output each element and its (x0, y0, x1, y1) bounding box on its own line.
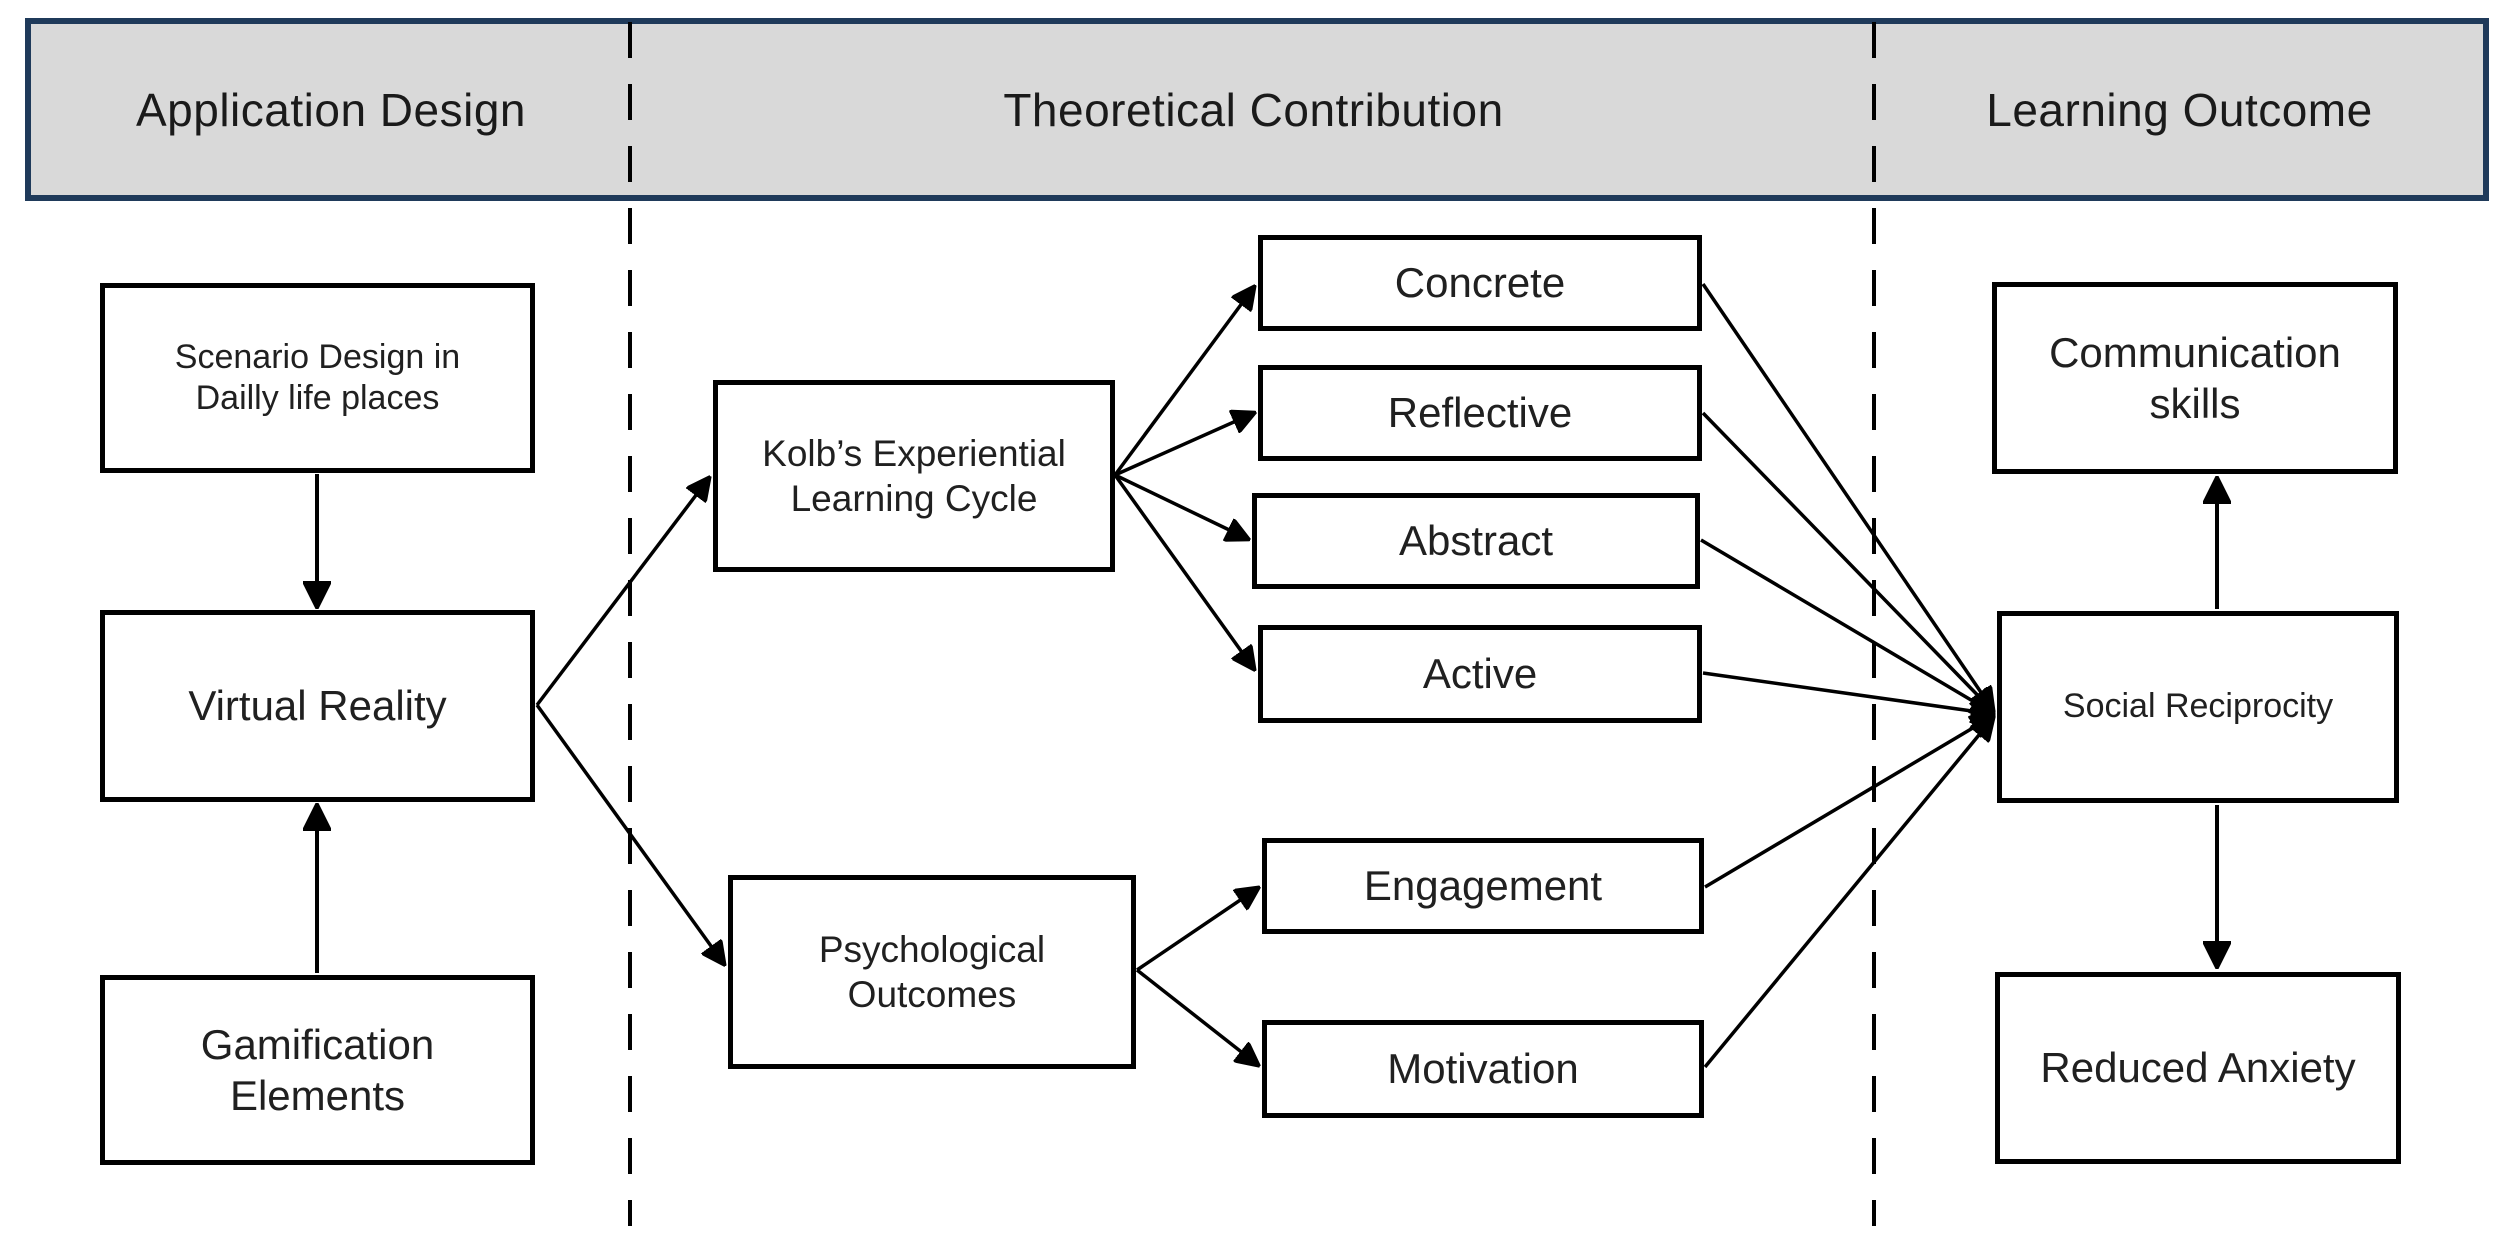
node-kolb-experiential-learning-cycle: Kolb’s Experiential Learning Cycle (713, 380, 1115, 572)
edge-active-to-social-reciprocity (1702, 671, 1993, 714)
node-active: Active (1258, 625, 1702, 723)
edge-psychological-to-engagement (1136, 888, 1258, 972)
node-concrete: Concrete (1258, 235, 1702, 331)
edge-virtual-reality-to-psychological (535, 703, 724, 964)
column-title-application-design: Application Design (135, 83, 526, 136)
node-social-reciprocity: Social Reciprocity (1997, 611, 2399, 803)
edge-kolb-to-concrete (1113, 287, 1254, 477)
edge-kolb-to-abstract (1114, 473, 1248, 539)
edge-kolb-to-reflective (1114, 413, 1254, 477)
node-scenario-design: Scenario Design in Dailly life places (100, 283, 535, 473)
node-reflective: Reflective (1258, 365, 1702, 461)
node-abstract: Abstract (1252, 493, 1700, 589)
node-gamification-elements: Gamification Elements (100, 975, 535, 1165)
node-psychological-outcomes: Psychological Outcomes (728, 875, 1136, 1069)
edge-psychological-to-motivation (1135, 968, 1258, 1065)
edge-abstract-to-social-reciprocity (1700, 538, 1993, 713)
edge-kolb-to-active (1113, 473, 1254, 669)
edge-virtual-reality-to-kolb (535, 478, 709, 707)
column-title-learning-outcome: Learning Outcome (1986, 83, 2373, 136)
column-header-band: Application Design Theoretical Contribut… (25, 18, 2489, 201)
column-title-theoretical-contribution: Theoretical Contribution (1003, 83, 1504, 136)
edge-motivation-to-social-reciprocity (1703, 718, 1993, 1069)
edge-engagement-to-social-reciprocity (1704, 716, 1993, 889)
node-virtual-reality: Virtual Reality (100, 610, 535, 802)
edge-concrete-to-social-reciprocity (1701, 283, 1993, 710)
node-communication-skills: Communication skills (1992, 282, 2398, 474)
node-reduced-anxiety: Reduced Anxiety (1995, 972, 2401, 1164)
node-motivation: Motivation (1262, 1020, 1704, 1118)
node-engagement: Engagement (1262, 838, 1704, 934)
edge-reflective-to-social-reciprocity (1701, 411, 1993, 711)
